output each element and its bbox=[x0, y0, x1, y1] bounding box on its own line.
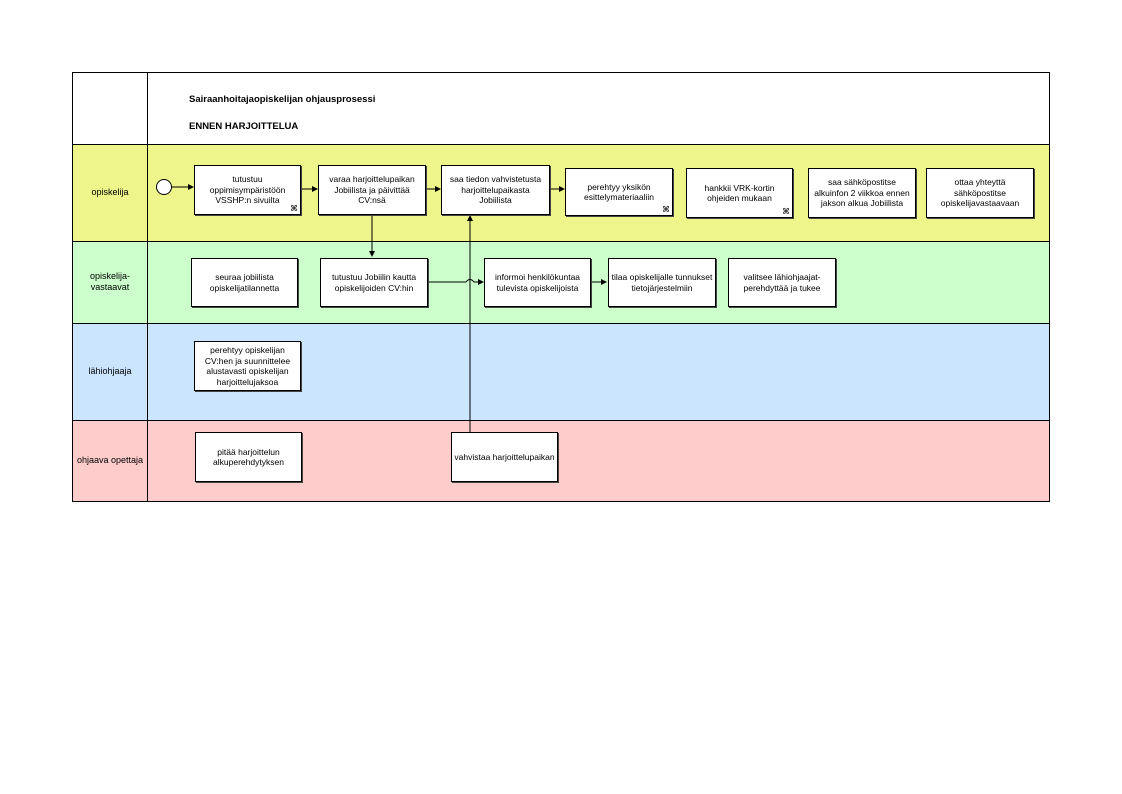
step-saa-tiedon[interactable]: saa tiedon vahvistetusta harjoittelupaik… bbox=[441, 165, 550, 215]
step-perehtyy-yksikon[interactable]: perehtyy yksikön esittelymateriaaliin ⌘ bbox=[565, 168, 673, 216]
subprocess-icon: ⌘ bbox=[782, 207, 790, 216]
subprocess-icon: ⌘ bbox=[290, 204, 298, 213]
subprocess-icon: ⌘ bbox=[662, 205, 670, 214]
step-valitsee-label: valitsee lähiohjaajat-perehdyttää ja tuk… bbox=[743, 272, 821, 293]
lane-label-ohjaava-opettaja: ohjaava opettaja bbox=[76, 455, 144, 465]
step-seuraa-label: seuraa jobiilista opiskelijatilannetta bbox=[209, 272, 280, 293]
step-tilaa-label: tilaa opiskelijalle tunnukset tietojärje… bbox=[611, 272, 713, 293]
step-vahvistaa[interactable]: vahvistaa harjoittelupaikan bbox=[451, 432, 558, 482]
process-frame bbox=[72, 72, 1050, 502]
step-perehtyy-cv[interactable]: perehtyy opiskelijan CV:hen ja suunnitte… bbox=[194, 341, 301, 391]
lane-label-opiskelija: opiskelija bbox=[91, 187, 129, 197]
step-perehtyy-cv-label: perehtyy opiskelijan CV:hen ja suunnitte… bbox=[204, 345, 291, 387]
diagram-subtitle: ENNEN HARJOITTELUA bbox=[189, 121, 299, 132]
step-tutustuu[interactable]: tutustuu oppimisympäristöön VSSHP:n sivu… bbox=[194, 165, 301, 215]
lane-label-opiskelijavastaavat: opiskelija- vastaavat bbox=[89, 271, 131, 292]
step-varaa-label: varaa harjoittelupaikan Jobiilista ja pä… bbox=[329, 174, 415, 206]
step-tutustuu-cv-label: tutustuu Jobiilin kautta opiskelijoiden … bbox=[331, 272, 417, 293]
step-tutustuu-cv[interactable]: tutustuu Jobiilin kautta opiskelijoiden … bbox=[320, 258, 428, 307]
step-ottaa-yhteytta[interactable]: ottaa yhteyttä sähköpostitse opiskelijav… bbox=[926, 168, 1034, 218]
step-saa-tiedon-label: saa tiedon vahvistetusta harjoittelupaik… bbox=[449, 174, 542, 206]
step-tilaa[interactable]: tilaa opiskelijalle tunnukset tietojärje… bbox=[608, 258, 716, 307]
diagram-title: Sairaanhoitajaopiskelijan ohjausprosessi bbox=[189, 94, 376, 105]
step-hankkii[interactable]: hankkii VRK-kortin ohjeiden mukaan ⌘ bbox=[686, 168, 793, 218]
start-event-icon bbox=[156, 179, 172, 195]
step-valitsee[interactable]: valitsee lähiohjaajat-perehdyttää ja tuk… bbox=[728, 258, 836, 307]
step-varaa[interactable]: varaa harjoittelupaikan Jobiilista ja pä… bbox=[318, 165, 426, 215]
step-tutustuu-label: tutustuu oppimisympäristöön VSSHP:n sivu… bbox=[209, 174, 286, 206]
step-saa-sahkopostitse-label: saa sähköpostitse alkuinfon 2 viikkoa en… bbox=[814, 177, 910, 209]
arrow-tutustuucv-to-informoi bbox=[427, 279, 484, 285]
step-vahvistaa-label: vahvistaa harjoittelupaikan bbox=[454, 451, 555, 462]
lane-label-lahiohjaaja: lähiohjaaja bbox=[88, 366, 132, 376]
step-seuraa[interactable]: seuraa jobiilista opiskelijatilannetta bbox=[191, 258, 298, 307]
step-hankkii-label: hankkii VRK-kortin ohjeiden mukaan bbox=[704, 182, 775, 204]
step-pitaa[interactable]: pitää harjoittelun alkuperehdytyksen bbox=[195, 432, 302, 482]
step-informoi[interactable]: informoi henkilökuntaa tulevista opiskel… bbox=[484, 258, 591, 307]
step-pitaa-label: pitää harjoittelun alkuperehdytyksen bbox=[213, 446, 284, 468]
step-perehtyy-yksikon-label: perehtyy yksikön esittelymateriaaliin bbox=[584, 181, 654, 203]
step-ottaa-yhteytta-label: ottaa yhteyttä sähköpostitse opiskelijav… bbox=[940, 177, 1020, 209]
step-informoi-label: informoi henkilökuntaa tulevista opiskel… bbox=[494, 272, 581, 293]
step-saa-sahkopostitse[interactable]: saa sähköpostitse alkuinfon 2 viikkoa en… bbox=[808, 168, 916, 218]
label-column-divider bbox=[147, 72, 148, 502]
